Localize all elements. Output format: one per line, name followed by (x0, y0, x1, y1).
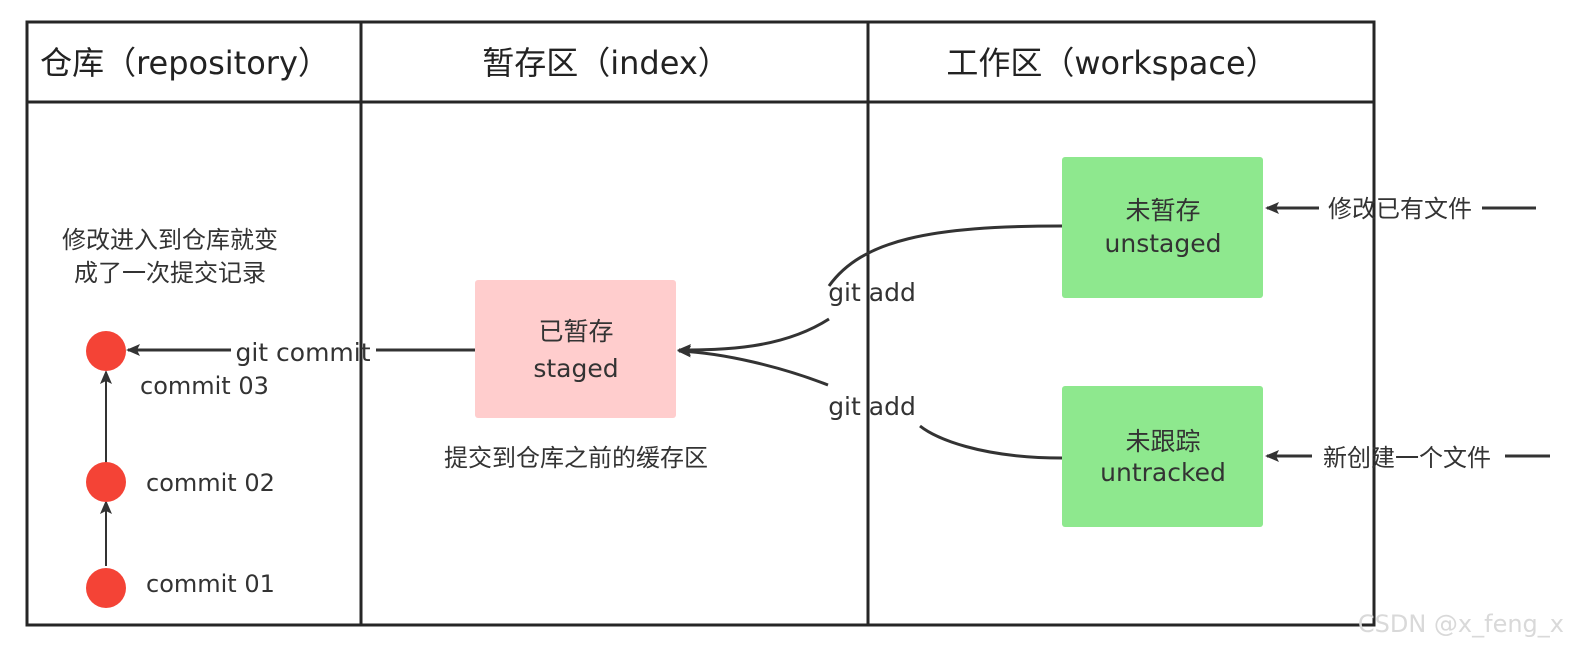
modify-existing-label: 修改已有文件 (1328, 195, 1472, 223)
commit-label-01: commit 01 (146, 570, 275, 598)
staged-subtitle: staged (533, 354, 618, 383)
watermark: CSDN @x_feng_x (1358, 610, 1564, 638)
header-index: 暂存区（index） (482, 44, 730, 82)
untracked-box (1062, 386, 1263, 527)
git-add-label-bottom: git add (828, 392, 916, 421)
untracked-subtitle: untracked (1100, 458, 1226, 487)
commit-node-03 (86, 331, 126, 371)
unstaged-subtitle: unstaged (1105, 229, 1222, 258)
git-commit-label: git commit (235, 338, 370, 367)
outer-border (25, 20, 1376, 627)
repository-note-line2: 成了一次提交记录 (74, 259, 266, 287)
repository-note-line1: 修改进入到仓库就变 (62, 226, 278, 254)
new-file-label: 新创建一个文件 (1323, 444, 1491, 472)
table-frame (25, 20, 1376, 627)
commit-label-02: commit 02 (146, 469, 275, 497)
commit-label-03: commit 03 (140, 372, 269, 400)
header-workspace: 工作区（workspace） (946, 44, 1277, 82)
untracked-title: 未跟踪 (1125, 427, 1200, 456)
commit-node-02 (86, 462, 126, 502)
git-add-arrow-bottom (679, 351, 1063, 460)
staged-box (475, 280, 676, 418)
index-note: 提交到仓库之前的缓存区 (444, 444, 708, 472)
git-add-arrow-top (679, 224, 1063, 350)
git-add-label-top: git add (828, 278, 916, 307)
header-repository: 仓库（repository） (40, 44, 330, 82)
commit-node-01 (86, 568, 126, 608)
unstaged-title: 未暂存 (1125, 196, 1200, 225)
unstaged-box (1062, 157, 1263, 298)
staged-title: 已暂存 (538, 317, 613, 346)
